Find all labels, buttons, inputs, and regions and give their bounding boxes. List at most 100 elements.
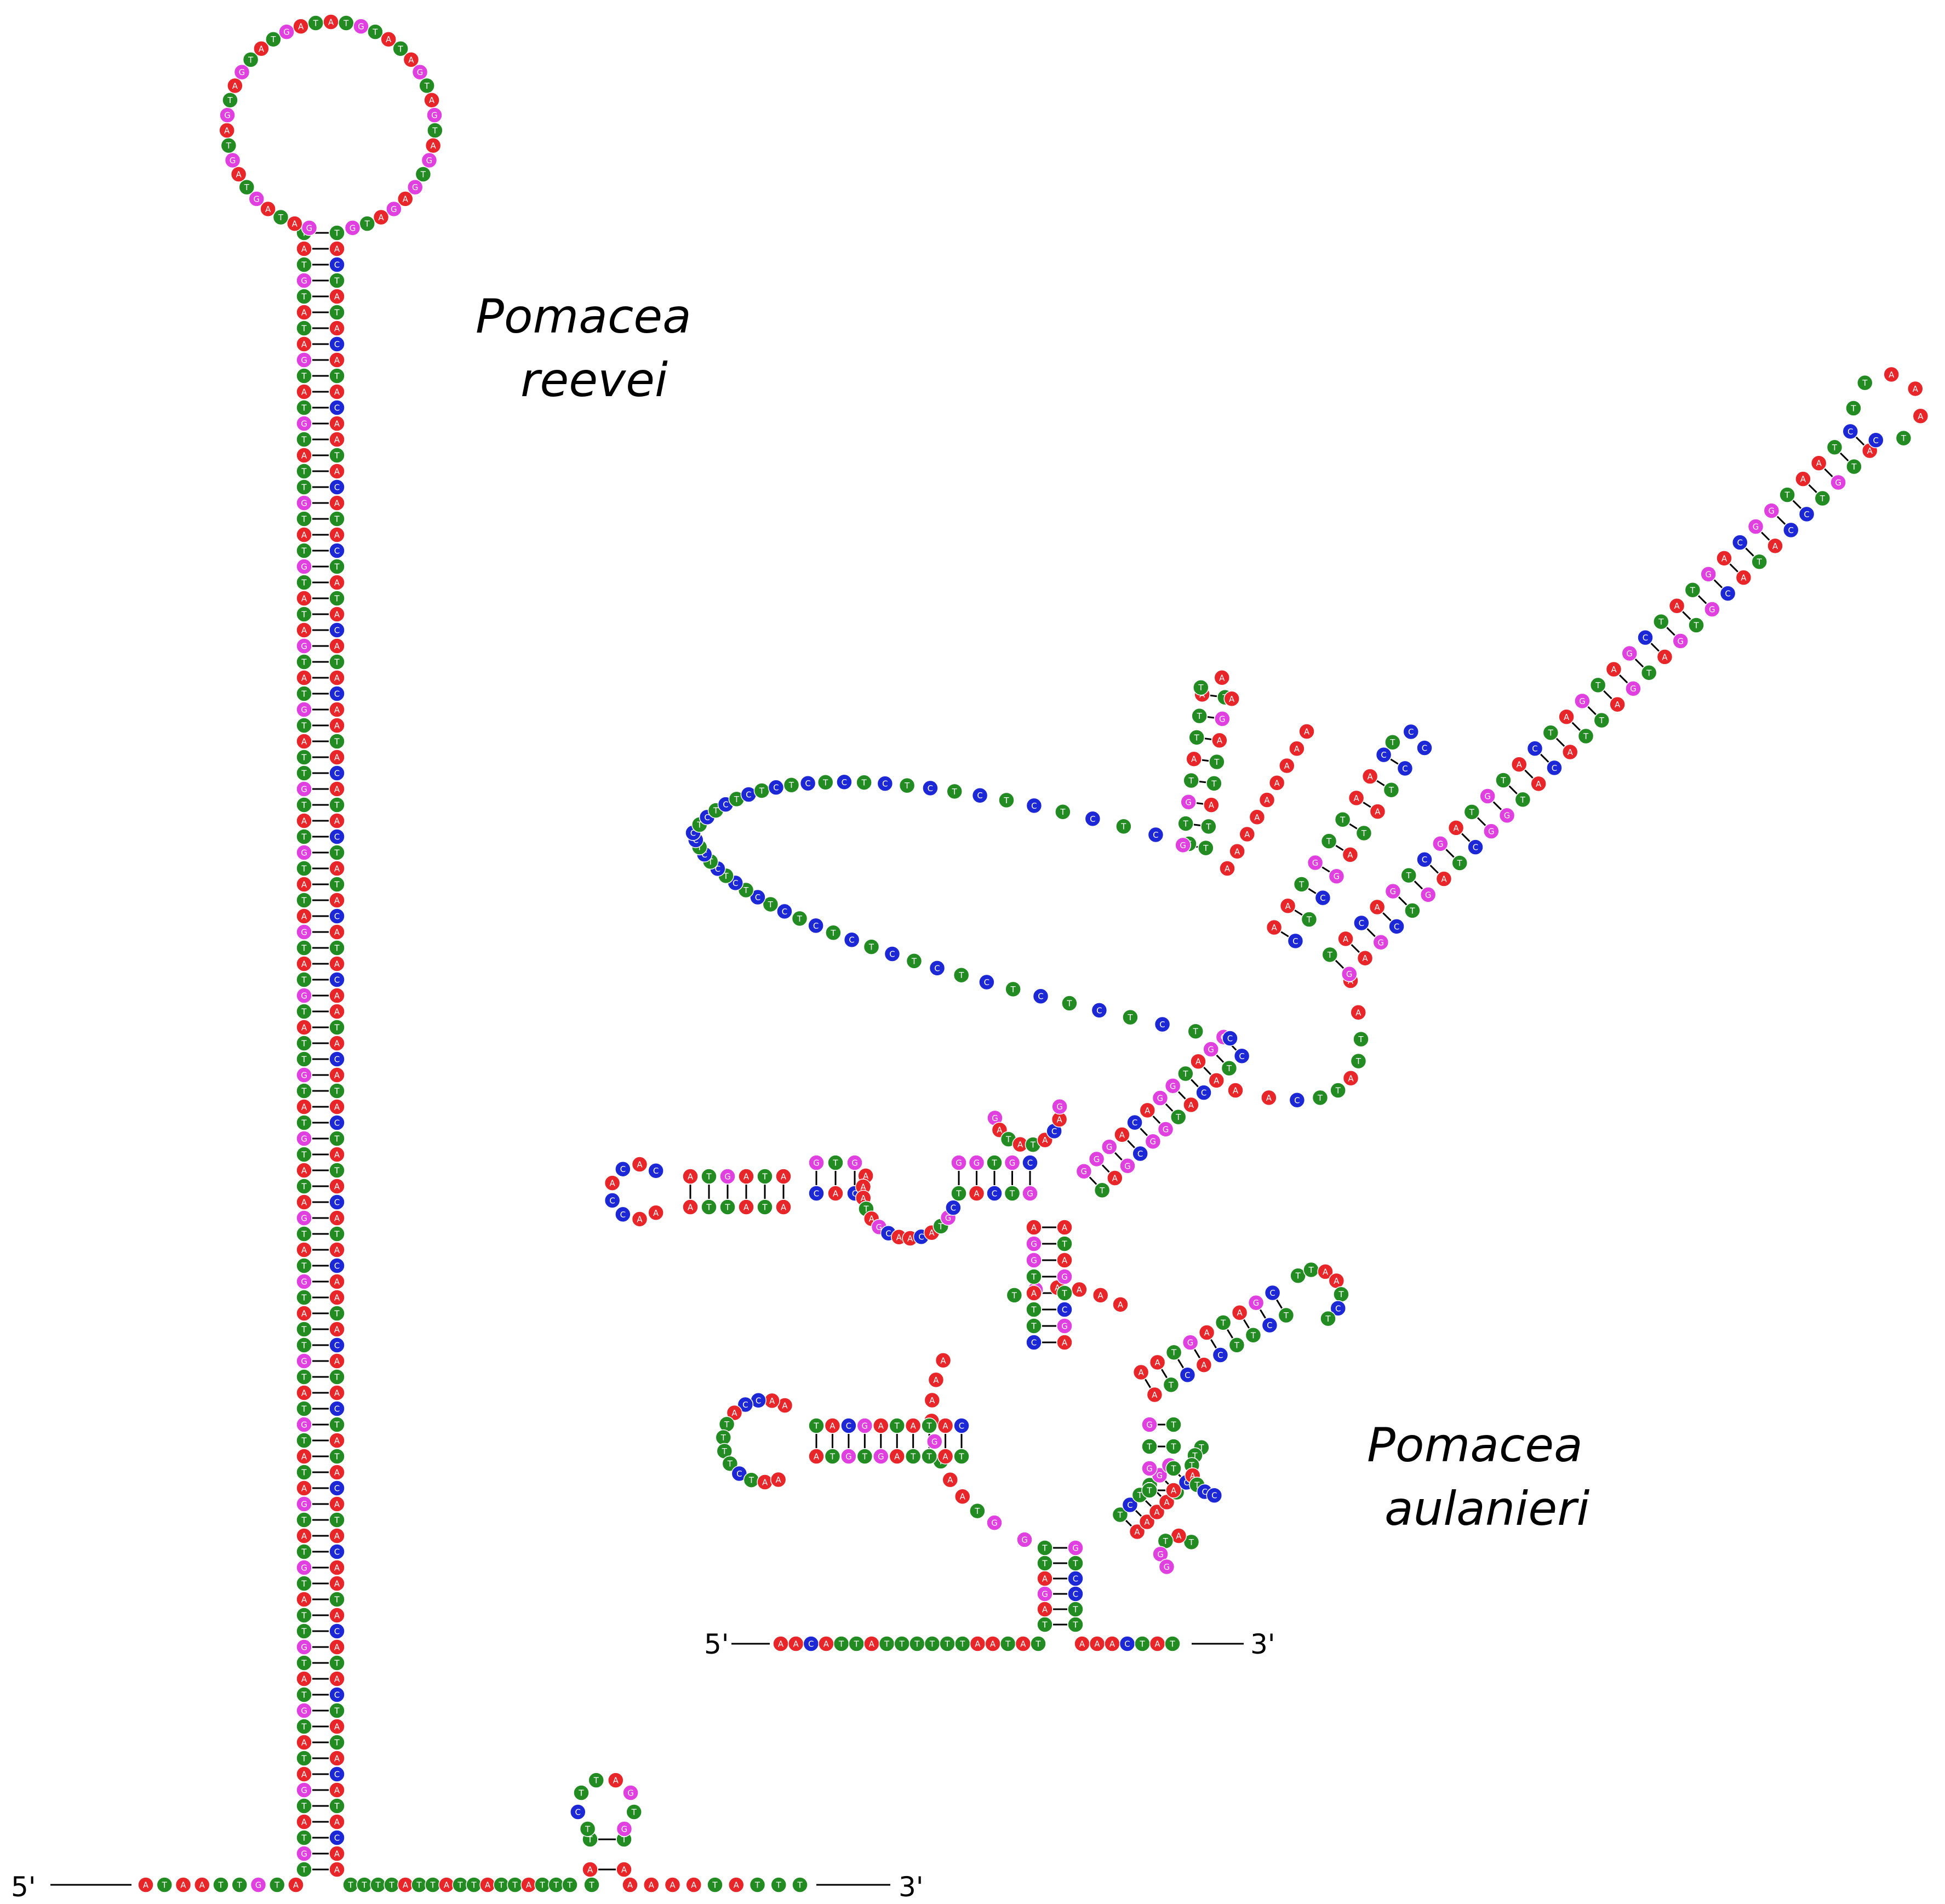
aulanieri-5prime-tail: T: [1030, 1636, 1046, 1652]
svg-text:C: C: [805, 779, 810, 788]
svg-text:A: A: [1274, 778, 1280, 788]
aulanieri-diagonal-stem-bond: [1101, 1164, 1110, 1173]
aulanieri-fan-arm-3-right: T: [1320, 833, 1337, 849]
reevei-main-stem-left: C: [329, 1829, 345, 1846]
reevei-terminal-loop: G: [278, 24, 295, 40]
aulanieri-diagonal-stem-left: G: [1119, 1158, 1136, 1174]
aulanieri-fan-arm-3-bond: [1363, 802, 1371, 808]
svg-text:C: C: [733, 878, 738, 888]
aulanieri-long-arm-bond: [1508, 785, 1518, 794]
svg-text:T: T: [1061, 1289, 1067, 1299]
svg-text:T: T: [696, 843, 702, 853]
svg-text:A: A: [298, 22, 304, 32]
aulanieri-right-upper-stem-bond: [1145, 1379, 1151, 1388]
svg-text:A: A: [334, 435, 340, 445]
svg-text:G: G: [253, 194, 260, 204]
reevei-main-stem-right: T: [296, 1750, 312, 1766]
aulanieri-left-lower-loop: T: [722, 1455, 739, 1472]
svg-text:T: T: [1072, 1605, 1078, 1615]
aulanieri-left-lower-stem-right: G: [873, 1448, 889, 1465]
reevei-main-stem-right: A: [296, 1162, 312, 1179]
svg-text:T: T: [334, 276, 340, 286]
reevei-main-stem-right: T: [296, 1289, 312, 1306]
svg-text:A: A: [1154, 1358, 1160, 1368]
reevei-main-stem-right: A: [296, 1305, 312, 1322]
svg-text:C: C: [620, 1164, 626, 1174]
reevei-middle: T: [425, 1877, 441, 1893]
svg-text:A: A: [613, 1776, 619, 1786]
svg-text:C: C: [849, 935, 854, 945]
reevei-main-stem-right: G: [296, 781, 312, 797]
aulanieri-long-arm-right: C: [1732, 534, 1748, 551]
reevei-main-stem-left: C: [329, 1480, 345, 1496]
aulanieri-fan-arm-2: A: [1268, 775, 1285, 791]
svg-text:T: T: [1003, 796, 1009, 805]
svg-text:G: G: [301, 419, 307, 429]
aulanieri-left-lower-stem-right: A: [889, 1448, 905, 1465]
aulanieri-5prime-tail: A: [985, 1636, 1001, 1652]
svg-text:A: A: [1867, 446, 1873, 456]
aulanieri-long-arm-right: G: [1700, 566, 1717, 582]
reevei-middle: T: [411, 1877, 427, 1893]
aulanieri-fan-arm-3-loop: C: [1403, 723, 1419, 740]
aulanieri-left-lower-loop: T: [743, 1472, 760, 1488]
svg-text:T: T: [1194, 733, 1200, 742]
reevei-main-stem-left: T: [329, 1130, 345, 1147]
reevei-main-stem-left: A: [329, 1321, 345, 1337]
svg-text:C: C: [575, 1808, 581, 1817]
aulanieri-long-arm-left: G: [1625, 680, 1641, 697]
svg-text:C: C: [746, 790, 751, 800]
svg-text:A: A: [259, 44, 265, 54]
svg-text:T: T: [1175, 1112, 1181, 1122]
reevei-middle: T: [562, 1877, 578, 1893]
aulanieri-upper-stem-right: T: [1026, 1268, 1042, 1285]
svg-text:T: T: [334, 1516, 340, 1525]
reevei-3prime-tail: T: [792, 1877, 808, 1893]
aulanieri-left-upper-stem-a-right: G: [719, 1168, 736, 1185]
svg-text:C: C: [755, 893, 760, 902]
aulanieri-upper-stem-left: A: [1056, 1219, 1073, 1236]
svg-text:G: G: [431, 111, 438, 121]
aulanieri-multiloop-left: A: [928, 1371, 945, 1388]
aulanieri-big-loop-upper: C: [1147, 826, 1164, 843]
svg-text:T: T: [1146, 1486, 1152, 1496]
svg-text:C: C: [1737, 538, 1743, 547]
svg-text:A: A: [334, 1245, 340, 1255]
species-label-reevei: Pomacea reevei: [476, 285, 691, 412]
aulanieri-long-arm-right: A: [1795, 471, 1811, 487]
aulanieri-long-arm-right: C: [1637, 629, 1654, 646]
aulanieri-big-loop-lower: T: [762, 896, 779, 913]
svg-text:T: T: [724, 1420, 730, 1430]
aulanieri-long-arm-bond: [1713, 579, 1723, 588]
svg-text:A: A: [1721, 553, 1727, 563]
svg-text:T: T: [226, 141, 232, 151]
aulanieri-right-upper-stem-left: C: [1212, 1347, 1229, 1363]
reevei-main-stem-left: T: [329, 1591, 345, 1608]
svg-text:A: A: [1154, 1507, 1160, 1517]
svg-text:A: A: [627, 1880, 633, 1890]
reevei-main-stem-right: T: [296, 892, 312, 908]
aulanieri-linker: A: [1342, 1070, 1359, 1087]
reevei-terminal-loop: T: [359, 215, 375, 232]
svg-text:T: T: [854, 1639, 860, 1649]
aulanieri-base-stem-right: T: [1037, 1540, 1053, 1556]
svg-text:A: A: [301, 1198, 307, 1208]
svg-text:C: C: [701, 850, 707, 860]
aulanieri-long-arm-left: A: [1735, 569, 1752, 586]
reevei-terminal-loop: G: [301, 220, 318, 236]
svg-text:T: T: [712, 1880, 718, 1890]
reevei-main-stem-right: T: [296, 320, 312, 336]
reevei-main-stem-right: G: [296, 1639, 312, 1655]
svg-text:T: T: [1211, 779, 1217, 788]
svg-text:G: G: [301, 1643, 307, 1653]
svg-text:G: G: [1630, 684, 1637, 694]
aulanieri-multiloop-left: A: [935, 1352, 952, 1369]
svg-text:A: A: [301, 594, 307, 604]
aulanieri-long-arm-right: T: [1322, 946, 1338, 963]
aulanieri-5prime-tail: T: [939, 1636, 956, 1652]
reevei-main-stem-left: A: [329, 288, 345, 305]
svg-text:A: A: [1271, 923, 1277, 933]
reevei-small-loop: G: [616, 1821, 633, 1837]
svg-text:G: G: [1061, 1272, 1068, 1282]
aulanieri-long-arm-left: C: [1719, 585, 1736, 602]
